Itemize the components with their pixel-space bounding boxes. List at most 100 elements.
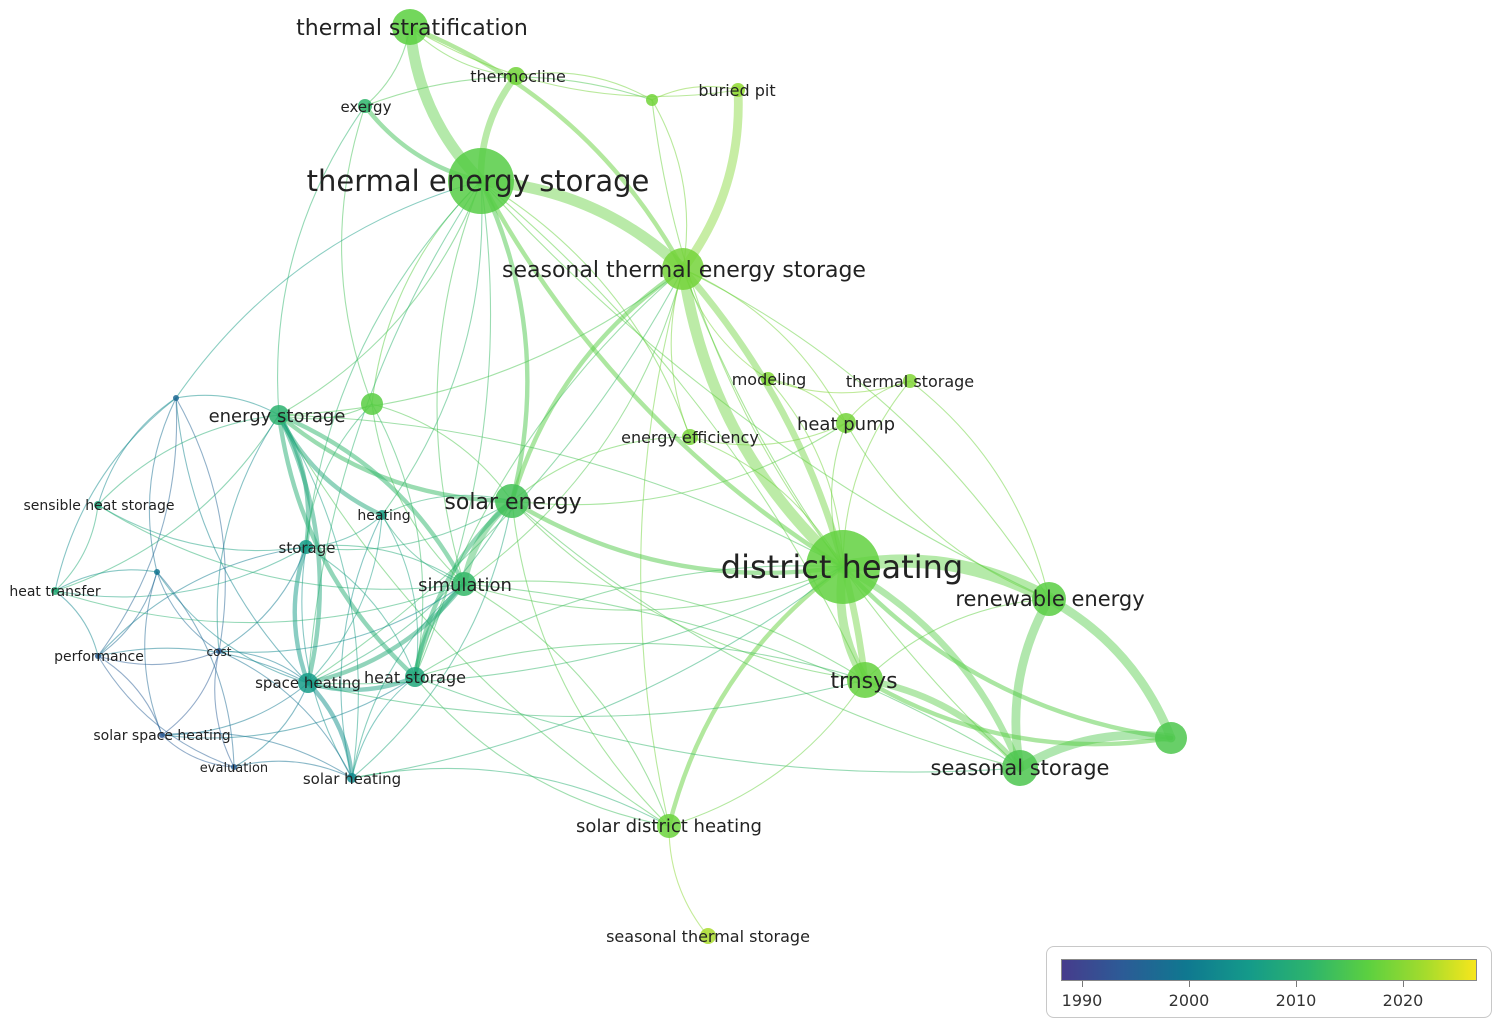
- node-exergy[interactable]: [358, 99, 372, 113]
- node-thermal-storage[interactable]: [903, 374, 917, 388]
- network-link: [463, 583, 1021, 769]
- node-thermal-energy-storage[interactable]: [448, 148, 514, 214]
- label-seasonal-storage[interactable]: seasonal storage: [931, 756, 1110, 780]
- label-trnsys[interactable]: trnsys: [830, 669, 897, 694]
- node-thermocline[interactable]: [507, 67, 525, 85]
- label-district-heating[interactable]: district heating: [721, 548, 963, 586]
- node-heat-transfer[interactable]: [51, 587, 59, 595]
- network-link: [54, 569, 158, 592]
- node-seasonal-thermal-storage[interactable]: [700, 928, 716, 944]
- network-link: [161, 650, 220, 736]
- node-heat-storage[interactable]: [405, 667, 425, 687]
- node-heating[interactable]: [377, 510, 387, 520]
- label-cost[interactable]: cost: [207, 645, 232, 659]
- label-seasonal-thermal-energy-storage[interactable]: seasonal thermal energy storage: [502, 258, 866, 283]
- node-simulation[interactable]: [452, 572, 476, 596]
- network-link: [678, 85, 743, 274]
- node-seasonal-storage[interactable]: [1002, 750, 1038, 786]
- node-unlabeled-blue-1[interactable]: [173, 395, 179, 401]
- label-exergy[interactable]: exergy: [341, 98, 392, 116]
- node-cost[interactable]: [216, 648, 222, 654]
- label-solar-district-heating[interactable]: solar district heating: [576, 816, 762, 837]
- label-solar-space-heating[interactable]: solar space heating: [93, 728, 230, 744]
- network-link: [305, 544, 465, 585]
- network-link: [861, 676, 1024, 772]
- node-unlabeled-blue-2[interactable]: [154, 569, 160, 575]
- node-sensible-heat-storage[interactable]: [94, 501, 102, 509]
- node-evaluation[interactable]: [231, 764, 237, 770]
- label-thermal-storage[interactable]: thermal storage: [846, 372, 974, 391]
- label-energy-storage[interactable]: energy storage: [209, 406, 346, 427]
- node-seasonal-thermal-energy-storage[interactable]: [662, 248, 704, 290]
- node-storage[interactable]: [299, 540, 313, 554]
- label-thermal-stratification[interactable]: thermal stratification: [296, 16, 528, 41]
- network-link: [668, 825, 709, 937]
- network-link: [161, 734, 235, 768]
- network-link: [161, 682, 309, 736]
- network-link: [840, 564, 1174, 741]
- network-link: [218, 583, 465, 653]
- network-link: [679, 265, 869, 684]
- network-link: [276, 412, 515, 504]
- network-link: [54, 397, 177, 592]
- label-evaluation[interactable]: evaluation: [200, 761, 268, 776]
- label-seasonal-thermal-storage[interactable]: seasonal thermal storage: [606, 927, 810, 946]
- network-link: [909, 380, 1050, 600]
- node-buried-pit[interactable]: [731, 83, 745, 97]
- label-thermocline[interactable]: thermocline: [470, 67, 566, 86]
- network-link: [144, 571, 163, 736]
- label-modeling[interactable]: modeling: [732, 370, 807, 389]
- node-unlabeled-top[interactable]: [646, 94, 658, 106]
- node-heat-pump[interactable]: [836, 413, 856, 433]
- node-unlabeled-right[interactable]: [1155, 722, 1187, 754]
- node-modeling[interactable]: [761, 372, 775, 386]
- network-nodes: [51, 9, 1187, 944]
- network-link: [480, 180, 1050, 600]
- network-link: [436, 180, 482, 585]
- node-space-heating[interactable]: [298, 673, 318, 693]
- node-thermal-stratification[interactable]: [392, 9, 428, 45]
- network-link: [511, 500, 670, 827]
- legend-tick: [1082, 981, 1083, 987]
- network-link: [97, 414, 280, 506]
- label-heat-transfer[interactable]: heat transfer: [9, 584, 101, 600]
- label-sensible-heat-storage[interactable]: sensible heat storage: [24, 498, 175, 514]
- label-energy-efficiency[interactable]: energy efficiency: [621, 428, 759, 447]
- label-space-heating[interactable]: space heating: [255, 674, 361, 692]
- node-solar-space-heating[interactable]: [159, 732, 165, 738]
- node-district-heating[interactable]: [806, 530, 880, 604]
- network-link: [511, 436, 691, 502]
- node-performance[interactable]: [95, 653, 101, 659]
- label-heat-pump[interactable]: heat pump: [797, 414, 895, 435]
- node-energy-storage[interactable]: [269, 405, 289, 425]
- network-link: [307, 679, 866, 718]
- network-link: [305, 581, 467, 686]
- label-heat-storage[interactable]: heat storage: [364, 668, 466, 687]
- label-renewable-energy[interactable]: renewable energy: [955, 587, 1144, 611]
- label-heating[interactable]: heating: [357, 508, 410, 524]
- node-solar-heating[interactable]: [347, 773, 357, 783]
- label-thermal-energy-storage[interactable]: thermal energy storage: [307, 164, 650, 198]
- label-buried-pit[interactable]: buried pit: [698, 81, 775, 100]
- node-energy-efficiency[interactable]: [682, 429, 698, 445]
- node-solar-energy[interactable]: [495, 484, 529, 518]
- network-link: [864, 598, 1050, 681]
- label-simulation[interactable]: simulation: [418, 575, 512, 596]
- label-performance[interactable]: performance: [54, 649, 144, 665]
- label-storage[interactable]: storage: [279, 539, 336, 557]
- network-link: [305, 674, 418, 693]
- legend-gradient-bar: [1061, 959, 1477, 981]
- network-link: [97, 655, 163, 736]
- network-link: [1015, 730, 1176, 773]
- label-solar-energy[interactable]: solar energy: [444, 490, 581, 515]
- node-trnsys[interactable]: [847, 662, 883, 698]
- network-labels: thermal energy storage district heating se…: [9, 16, 1144, 946]
- node-renewable-energy[interactable]: [1032, 582, 1066, 616]
- label-solar-heating[interactable]: solar heating: [303, 770, 401, 788]
- node-solar-district-heating[interactable]: [657, 814, 681, 838]
- network-link: [371, 180, 482, 405]
- network-link: [689, 422, 847, 446]
- node-unlabeled-mid[interactable]: [361, 393, 383, 415]
- legend-tick: [1189, 981, 1190, 987]
- network-link: [351, 676, 416, 779]
